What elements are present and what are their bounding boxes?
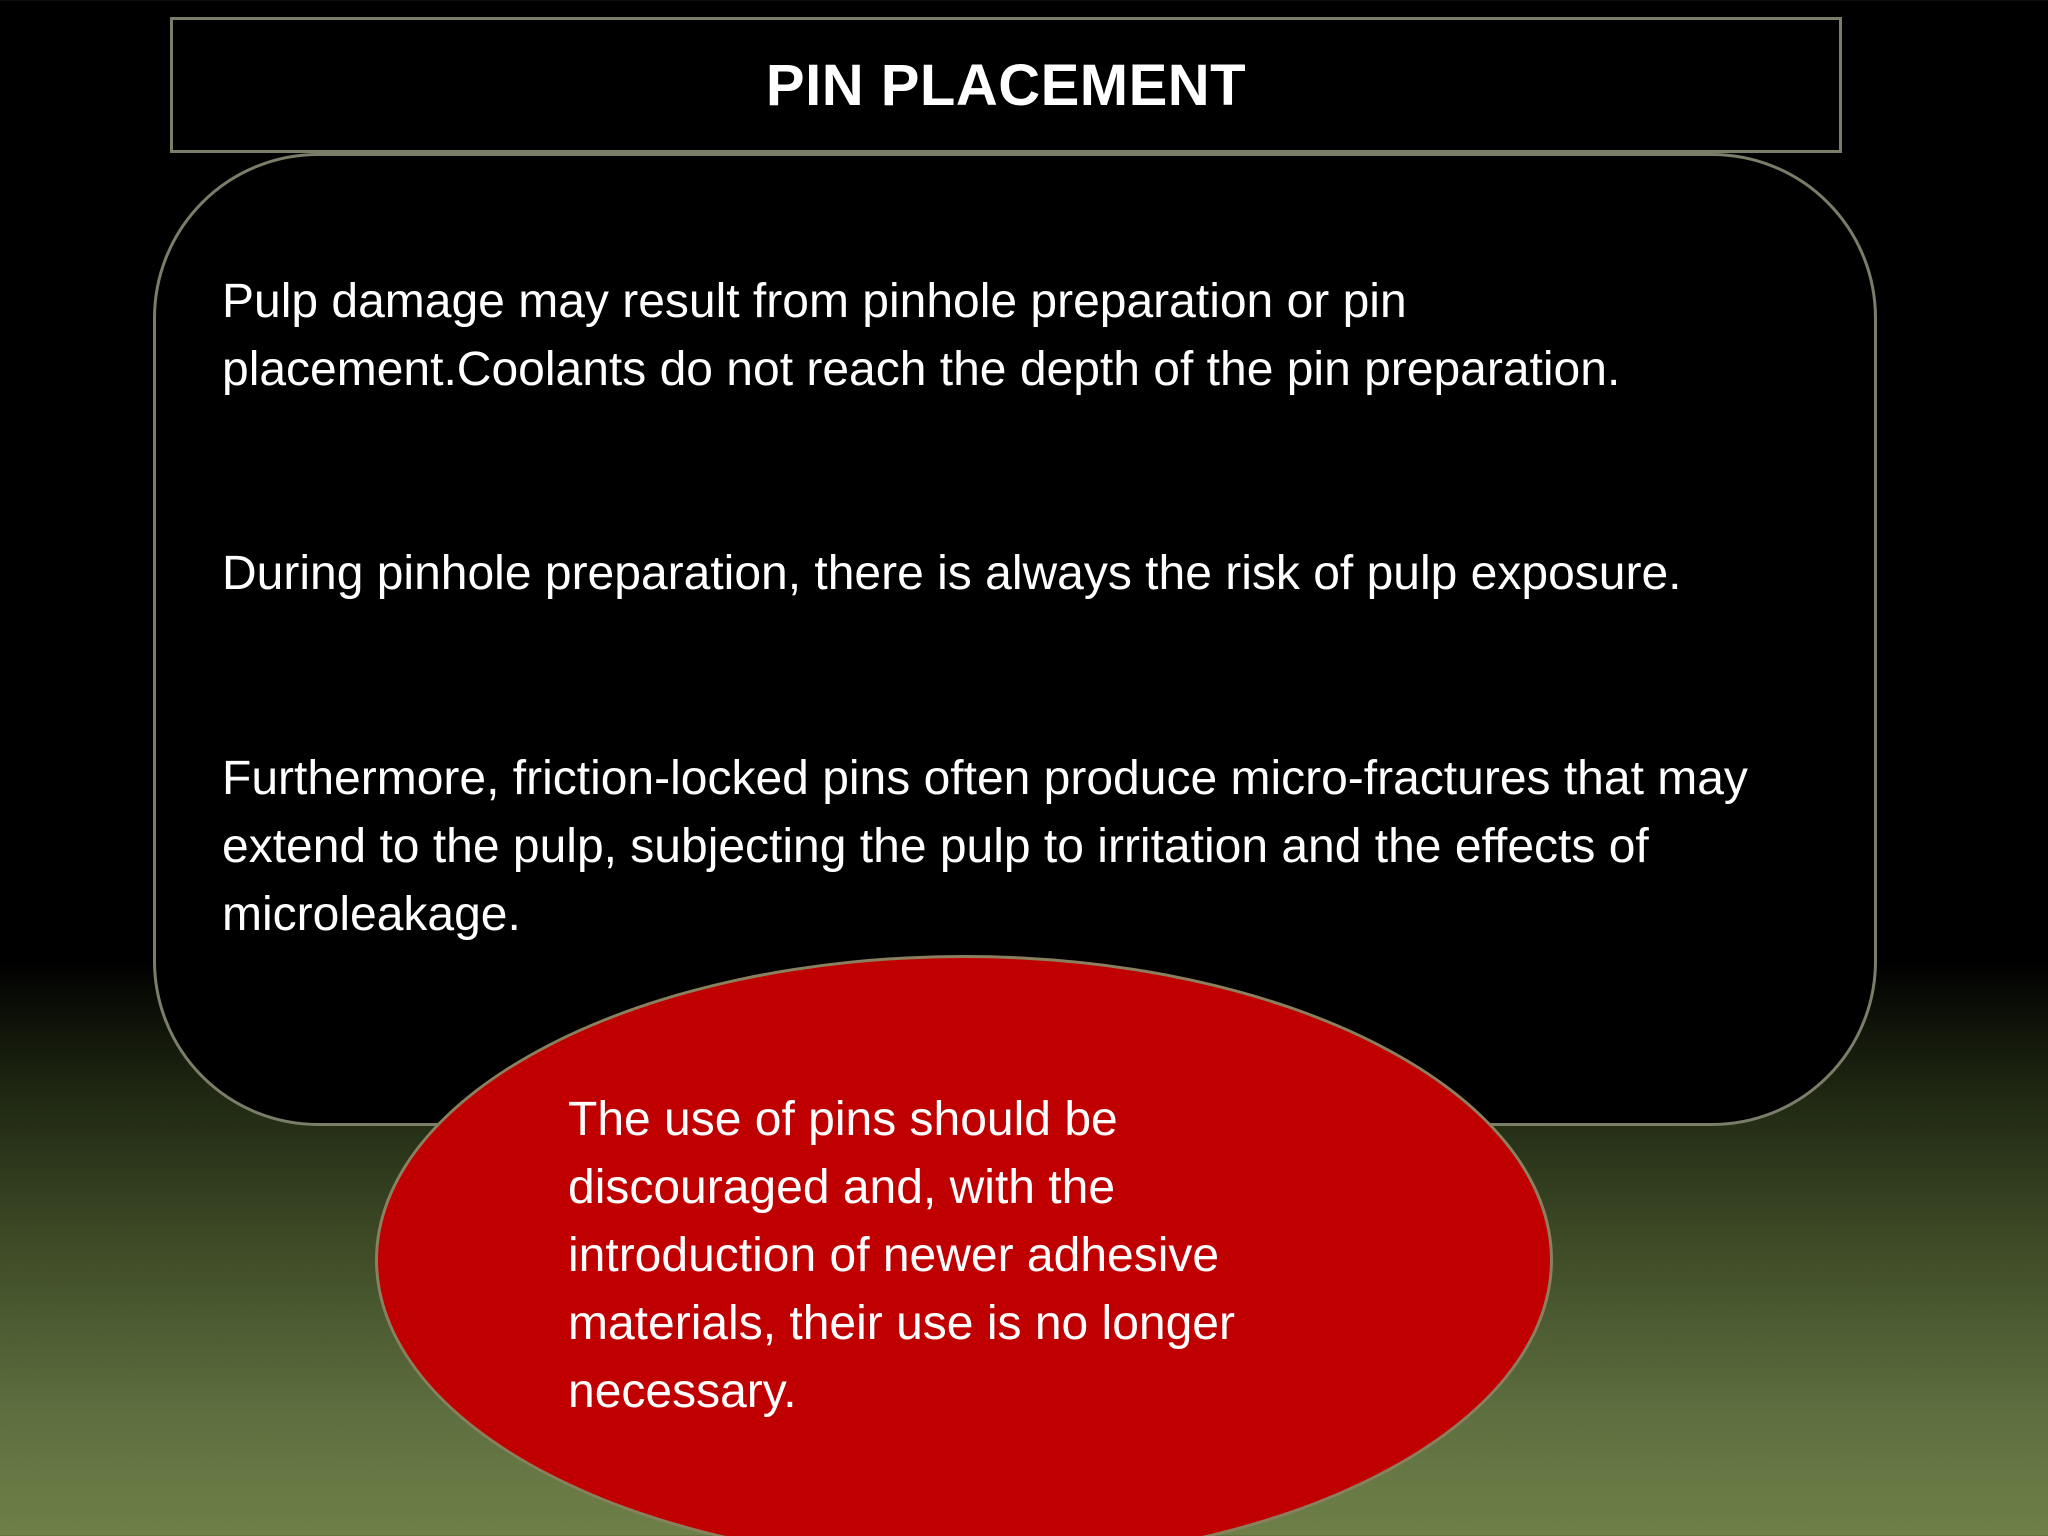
title-box: PIN PLACEMENT [170, 17, 1842, 153]
paragraph-pulp-damage: Pulp damage may result from pinhole prep… [222, 275, 1621, 396]
slide-title: PIN PLACEMENT [765, 52, 1247, 118]
paragraph-pulp-exposure: During pinhole preparation, there is alw… [222, 547, 1682, 600]
paragraph-micro-fractures: Furthermore, friction-locked pins often … [222, 752, 1748, 941]
callout-text: The use of pins should be discouraged an… [568, 1093, 1235, 1418]
callout-ellipse [375, 955, 1553, 1536]
